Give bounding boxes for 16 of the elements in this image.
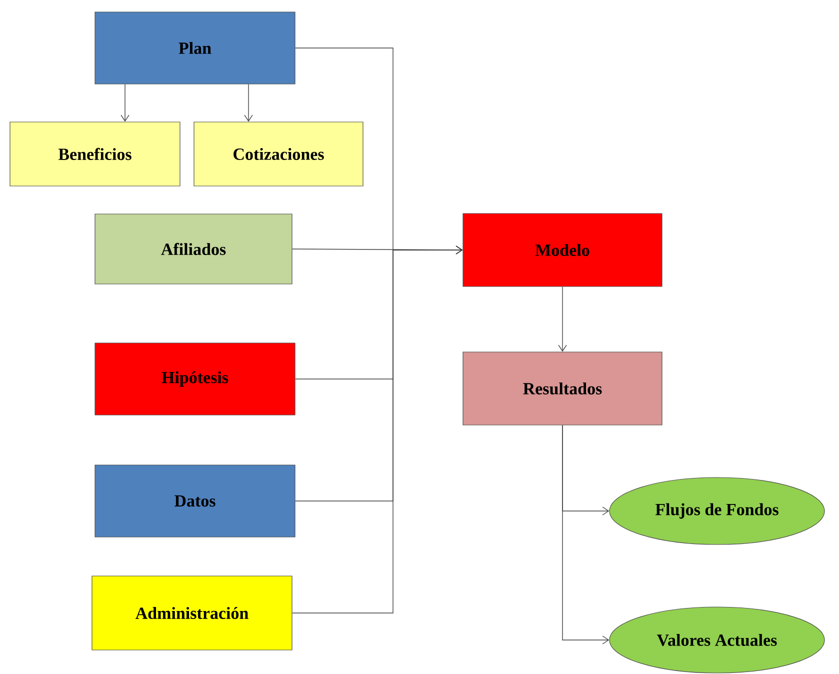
arrow bbox=[292, 246, 463, 614]
arrow bbox=[120, 84, 130, 122]
process-box: Resultados bbox=[462, 352, 662, 426]
ellipse-node: Flujos de Fondos bbox=[609, 477, 825, 545]
process-box: Administración bbox=[92, 576, 292, 650]
arrow bbox=[562, 424, 610, 644]
arrow bbox=[244, 84, 253, 122]
ellipse-node: Valores Actuales bbox=[609, 606, 825, 674]
process-box: Datos bbox=[94, 464, 296, 538]
process-box: Cotizaciones bbox=[194, 122, 364, 186]
process-box: Plan bbox=[94, 12, 296, 84]
process-box: Afiliados bbox=[94, 214, 292, 284]
arrow bbox=[558, 286, 567, 352]
process-box: Modelo bbox=[462, 213, 662, 287]
process-box: Hipótesis bbox=[94, 342, 296, 416]
process-box: Beneficios bbox=[10, 122, 180, 186]
